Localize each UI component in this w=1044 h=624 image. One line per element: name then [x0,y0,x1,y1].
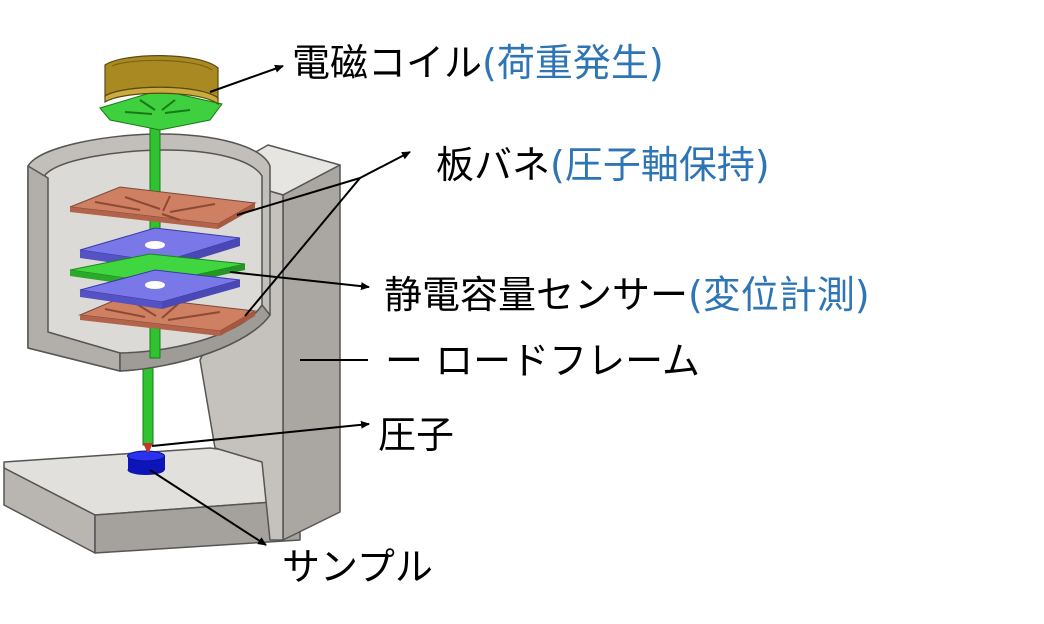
leader-spring-main [359,151,411,179]
leader-spring-lower [244,177,361,317]
label-spring-sub: (圧子軸保持) [550,143,770,187]
label-frame-main: ー ロードフレーム [385,339,700,383]
sample-disk [127,450,165,475]
label-coil-main: 電磁コイル [292,41,483,85]
leader-lines [149,64,411,546]
label-sample-main: サンプル [282,545,433,589]
label-sensor-sub: (変位計測) [688,273,870,317]
indenter-shaft-lower [142,354,154,452]
label-load-frame: ー ロードフレーム [385,342,700,380]
leaf-spring-upper [69,186,257,229]
label-sample: サンプル [282,548,433,586]
label-coil-sub: (荷重発生) [482,41,664,85]
capacitor-plate-lower [79,269,241,309]
leader-sample [149,469,267,546]
label-spring-main: 板バネ [436,143,551,187]
label-electromagnetic-coil: 電磁コイル(荷重発生) [292,44,664,82]
label-leaf-spring: 板バネ(圧子軸保持) [436,146,770,184]
load-frame-base [3,447,301,554]
label-sensor-main: 静電容量センサー [384,273,689,317]
label-indenter-tip: 圧子 [378,416,454,454]
leader-coil [209,64,284,93]
electromagnetic-coil [104,55,219,106]
leader-spring-upper [236,177,361,216]
leaf-spring-lower [78,295,257,336]
label-capacitance-sensor: 静電容量センサー(変位計測) [384,276,870,314]
leader-tip [151,420,370,447]
leader-sensor [229,271,370,291]
label-tip-main: 圧子 [378,413,455,457]
